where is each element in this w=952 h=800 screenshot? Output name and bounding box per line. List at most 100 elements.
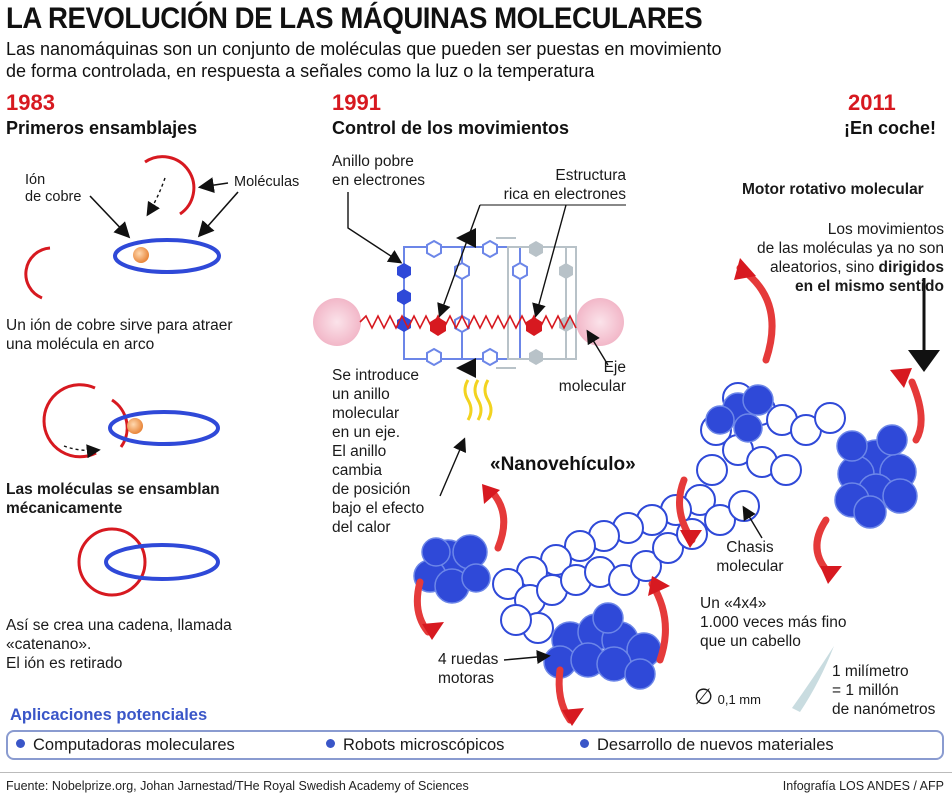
label-line: Estructura xyxy=(555,167,626,184)
application-label: Computadoras moleculares xyxy=(33,736,235,754)
text-line: que un cabello xyxy=(700,633,801,650)
blue-ring-1 xyxy=(113,238,221,274)
millimeter-note: 1 milímetro = 1 millón de nanómetros xyxy=(832,662,935,719)
year-1991: 1991 xyxy=(332,90,381,115)
label-line: de cobre xyxy=(25,189,82,205)
catenane-blue-ring xyxy=(104,543,220,581)
application-label: Desarrollo de nuevos materiales xyxy=(597,736,834,754)
molecule-arc-left xyxy=(24,246,51,300)
text-line: = 1 millón xyxy=(832,682,899,699)
text-part-bold: dirigidos xyxy=(878,259,944,276)
label-line: molecular xyxy=(558,378,626,395)
text-line: «catenano». xyxy=(6,636,92,653)
text-line: mécanicamente xyxy=(6,500,123,517)
rotaxane-description: Se introduce un anillo molecular en un e… xyxy=(332,366,424,537)
text-line: Así se crea una cadena, llamada xyxy=(6,617,232,634)
text-line: un anillo xyxy=(332,386,390,403)
text-line: en el mismo sentido xyxy=(794,278,944,295)
text-line: de nanómetros xyxy=(832,701,936,718)
label-line: Eje xyxy=(603,359,626,376)
applications-title: Aplicaciones potenciales xyxy=(10,706,208,724)
text-line: Un «4x4» xyxy=(700,595,767,612)
subtitle-line: de forma controlada, en respuesta a seña… xyxy=(6,61,595,81)
page-subtitle: Las nanomáquinas son un conjunto de molé… xyxy=(6,38,721,82)
infographic-credit: Infografía LOS ANDES / AFP xyxy=(782,779,944,793)
wheel-top-right xyxy=(834,424,918,529)
applications-box xyxy=(6,730,944,760)
subtitle-line: Las nanomáquinas son un conjunto de molé… xyxy=(6,39,722,59)
hair-diameter: ∅ 0,1 mm xyxy=(694,684,761,710)
wheels-label: 4 ruedas motoras xyxy=(438,650,498,688)
label-line: 4 ruedas xyxy=(438,651,499,668)
label-line: en electrones xyxy=(332,172,426,189)
text-line: de posición xyxy=(332,481,411,498)
application-item: Robots microscópicos xyxy=(326,736,504,755)
label-line: Anillo pobre xyxy=(332,153,414,170)
source-credit: Fuente: Nobelprize.org, Johan Jarnestad/… xyxy=(6,779,469,793)
wheel-bottom-right xyxy=(543,602,662,690)
year-2011: 2011 xyxy=(848,90,896,115)
size-comparison: Un «4x4» 1.000 veces más fino que un cab… xyxy=(700,594,846,651)
step2-text: Las moléculas se ensamblan mécanicamente xyxy=(6,480,220,518)
bullet-icon xyxy=(580,739,589,749)
step1-text: Un ión de cobre sirve para atraer una mo… xyxy=(6,316,233,354)
step3-text: Así se crea una cadena, llamada «catenan… xyxy=(6,616,232,673)
heading-1991: Control de los movimientos xyxy=(332,118,570,138)
label-line: motoras xyxy=(438,670,494,687)
copper-ion-1 xyxy=(133,247,149,263)
axis-label: Eje molecular xyxy=(552,358,626,396)
red-hex-1 xyxy=(430,317,446,336)
application-item: Desarrollo de nuevos materiales xyxy=(580,736,834,755)
text-line: Las moléculas se ensamblan xyxy=(6,481,220,498)
footer-divider xyxy=(0,772,952,773)
motor-title: Motor rotativo molecular xyxy=(742,181,924,198)
molecules-label: Moléculas xyxy=(234,174,300,190)
text-line: cambia xyxy=(332,462,382,479)
hair-sliver xyxy=(792,646,834,712)
text-line: El ión es retirado xyxy=(6,655,123,672)
bullet-icon xyxy=(16,739,25,749)
text-line: 1.000 veces más fino xyxy=(700,614,847,631)
stopper-right xyxy=(576,298,624,346)
chassis-label: Chasis molecular xyxy=(706,538,794,576)
application-item: Computadoras moleculares xyxy=(16,736,235,755)
text-line: aleatorios, sino dirigidos xyxy=(757,258,944,277)
nanovehicle-label: «Nanovehículo» xyxy=(490,454,636,475)
stopper-left xyxy=(313,298,361,346)
application-label: Robots microscópicos xyxy=(343,736,505,754)
text-line: Se introduce xyxy=(332,367,420,384)
page-title: LA REVOLUCIÓN DE LAS MÁQUINAS MOLECULARE… xyxy=(6,2,703,35)
molecule-arc-top xyxy=(144,155,196,216)
heading-1983: Primeros ensamblajes xyxy=(6,118,198,138)
label-line: Chasis xyxy=(726,539,774,556)
red-hex-2 xyxy=(526,317,542,336)
text-line: bajo el efecto xyxy=(332,500,425,517)
text-line: molecular xyxy=(332,405,400,422)
label-line: Ión xyxy=(25,172,46,188)
label-line: molecular xyxy=(716,558,784,575)
molecule-arc-2b xyxy=(111,398,129,448)
copper-ion-2 xyxy=(127,418,143,434)
wheel-top-left xyxy=(705,384,774,443)
bullet-icon xyxy=(326,739,335,749)
ion-label: Ión de cobre xyxy=(25,172,81,206)
text-line: de las moléculas ya no son xyxy=(757,240,944,257)
text-line: 1 milímetro xyxy=(832,663,909,680)
rich-structure-label: Estructura rica en electrones xyxy=(492,166,626,204)
catenane-red-ring xyxy=(77,527,147,597)
label-line: rica en electrones xyxy=(503,186,626,203)
heading-2011: ¡En coche! xyxy=(844,118,937,138)
blue-ring-2 xyxy=(108,410,220,446)
text-line: Un ión de cobre sirve para atraer xyxy=(6,317,233,334)
text-line: en un eje. xyxy=(332,424,401,441)
motor-description: Los movimientos de las moléculas ya no s… xyxy=(757,220,944,296)
poor-ring-label: Anillo pobre en electrones xyxy=(332,152,425,190)
year-1983: 1983 xyxy=(6,90,55,115)
text-line: una molécula en arco xyxy=(6,336,155,353)
molecule-arc-2a xyxy=(42,383,97,459)
text-line: El anillo xyxy=(332,443,387,460)
text-line: del calor xyxy=(332,519,391,536)
text-line: Los movimientos xyxy=(827,221,944,238)
text-part: aleatorios, sino xyxy=(769,259,879,276)
